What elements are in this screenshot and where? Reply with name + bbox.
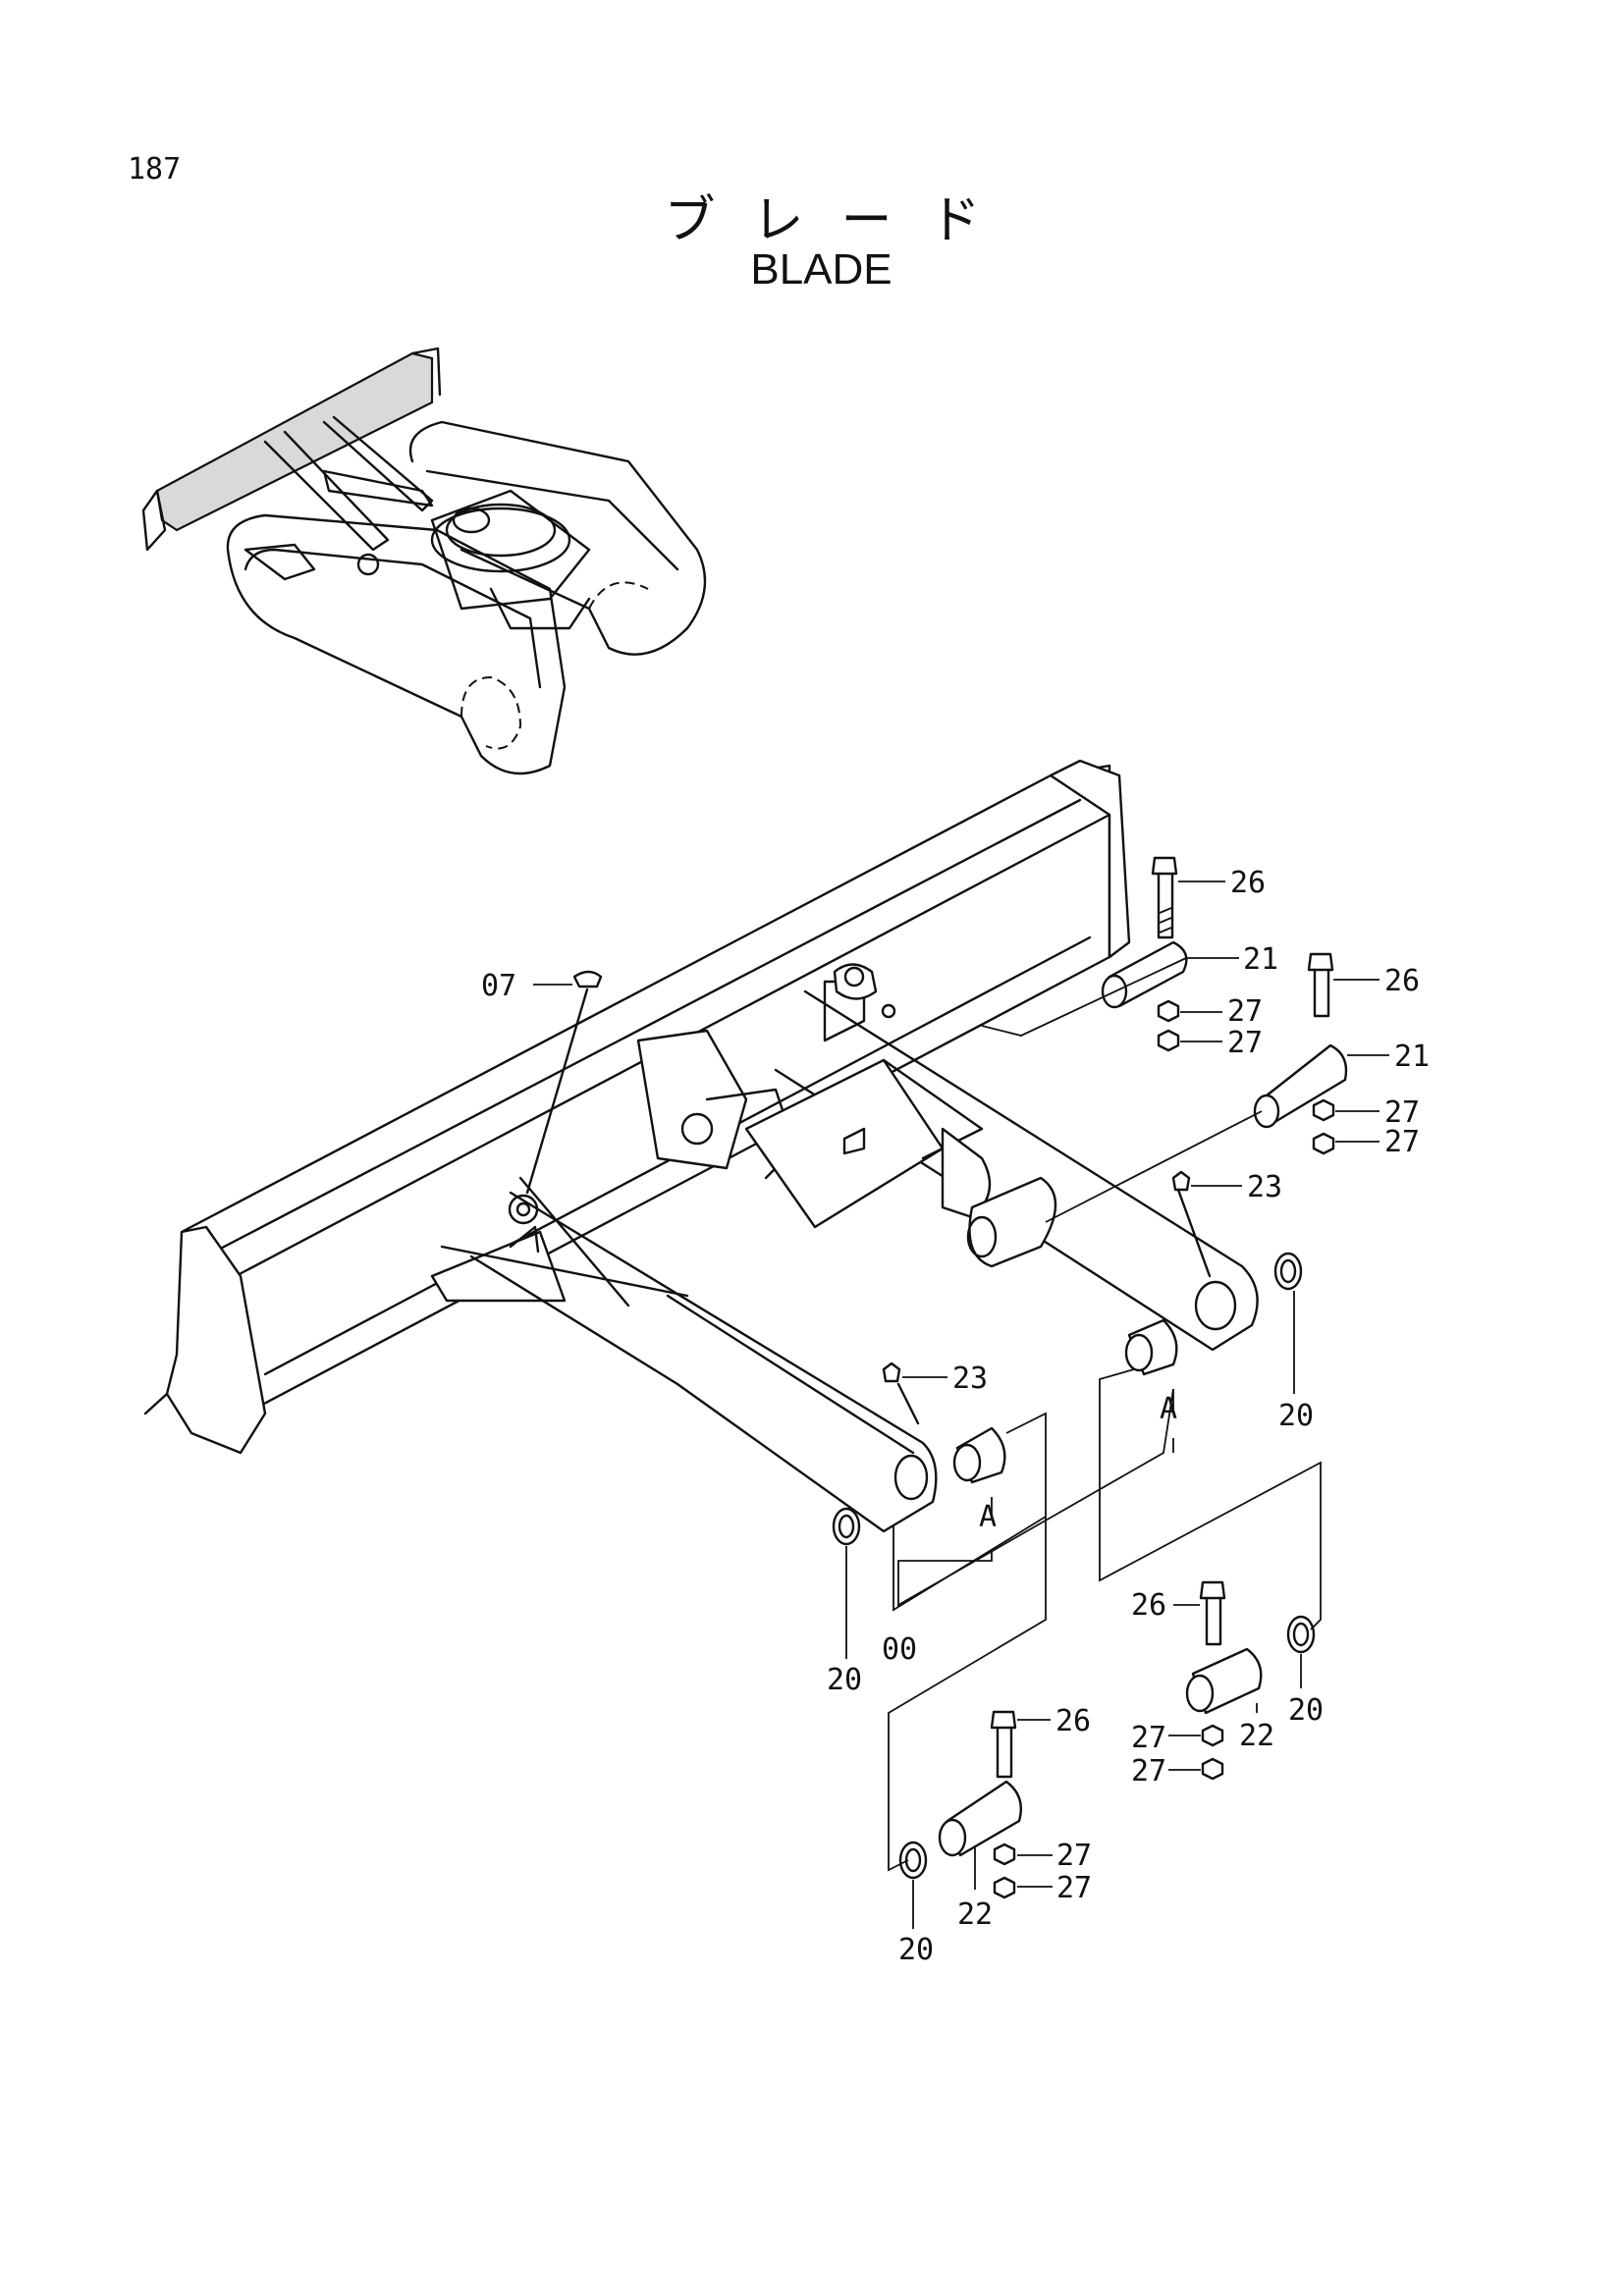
excavator-overview-illustration: [141, 347, 707, 775]
callout-26: 26: [1384, 964, 1420, 998]
callout-20: 20: [1278, 1399, 1314, 1433]
callout-00: 00: [882, 1632, 917, 1667]
callout-23: 23: [952, 1362, 988, 1396]
blade-assembly: [143, 759, 1259, 1533]
callout-20: 20: [1288, 1693, 1324, 1728]
callout-26: 26: [1230, 866, 1266, 900]
callout-27: 27: [1131, 1754, 1166, 1789]
callout-22: 22: [1239, 1719, 1274, 1753]
callout-27: 27: [1056, 1839, 1092, 1873]
callout-27: 27: [1131, 1721, 1166, 1755]
callout-27: 27: [1056, 1871, 1092, 1905]
callout-20: 20: [827, 1663, 862, 1697]
callout-20: 20: [898, 1933, 934, 1967]
callout-26: 26: [1131, 1588, 1166, 1623]
callout-27: 27: [1227, 1026, 1263, 1060]
callout-21: 21: [1394, 1040, 1430, 1074]
callout-26: 26: [1055, 1704, 1091, 1738]
hardware-parts: [525, 856, 1348, 1899]
callout-23: 23: [1247, 1170, 1282, 1204]
page-title-english: BLADE: [750, 245, 893, 294]
leader-lines: [533, 881, 1389, 1929]
callout-21: 21: [1243, 942, 1278, 977]
part-callouts: 07 26 21 27 27 26 21 27 27 23 20 23 A A …: [481, 866, 1430, 1967]
callout-A: A: [979, 1500, 997, 1534]
callout-07: 07: [481, 969, 516, 1003]
page-number: 187: [128, 152, 182, 187]
callout-27: 27: [1384, 1125, 1420, 1159]
callout-A: A: [1160, 1392, 1177, 1426]
callout-27: 27: [1227, 994, 1263, 1029]
callout-27: 27: [1384, 1095, 1420, 1130]
page-title-japanese: ブレード: [664, 191, 1018, 250]
callout-22: 22: [957, 1897, 993, 1932]
